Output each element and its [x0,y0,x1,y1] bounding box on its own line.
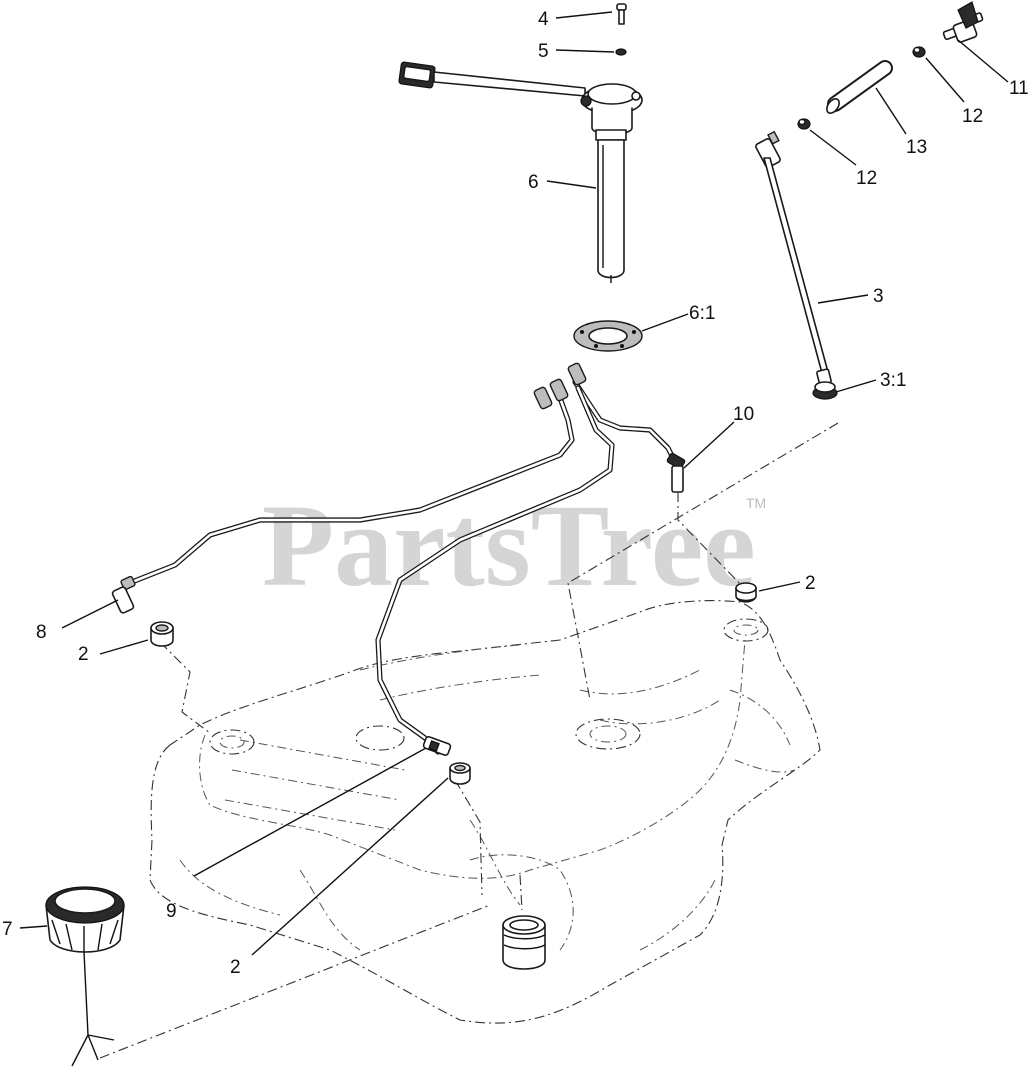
watermark-text: PartsTree [262,480,756,611]
fuel-tank [149,600,821,1024]
fitting-part-10 [666,452,686,493]
grommet-part-2-right [735,582,757,603]
callout-6-1: 6:1 [689,303,715,324]
callout-8: 8 [36,622,47,643]
callout-10: 10 [733,404,754,425]
assembly-paths [99,422,839,1059]
watermark-trademark: TM [746,495,766,511]
grommet-part-2-center [449,762,471,785]
shutoff-valve-part-11 [942,1,984,43]
callout-2-center: 2 [230,957,241,978]
leader-lines [19,11,1009,956]
fuel-lines [129,379,681,755]
screw-part-4 [616,3,627,25]
tee-fitting-part-9 [422,735,452,757]
callout-7: 7 [2,919,13,940]
washer-part-5 [615,48,627,56]
fuel-cap-part-7 [45,886,125,1067]
callout-2-right: 2 [805,573,816,594]
callout-6: 6 [528,172,539,193]
callout-labels: 4 5 6 6:1 11 12 12 13 3 3:1 10 2 8 2 9 2… [2,9,1029,978]
callout-13: 13 [906,137,927,158]
callout-3: 3 [873,286,884,307]
line-fittings [533,362,587,410]
clamp-part-12-lower [797,118,811,130]
callout-11: 11 [1009,78,1029,99]
callout-12-upper: 12 [962,106,983,127]
callout-9: 9 [166,901,177,922]
grommet-part-2-left [150,621,174,647]
callout-4: 4 [538,9,549,30]
elbow-fitting-part-8 [111,575,136,614]
gasket-part-6-1 [573,320,643,352]
fuel-sender-part-6 [398,61,643,283]
callout-3-1: 3:1 [880,370,906,391]
callout-12-lower: 12 [856,168,877,189]
callout-2-left: 2 [78,644,89,665]
clamp-part-12-upper [912,46,926,58]
callout-5: 5 [538,41,549,62]
pickup-tube-part-3 [755,130,832,386]
grommet-part-3-1 [812,381,838,400]
hose-part-13 [826,60,893,114]
filler-neck [502,915,546,970]
